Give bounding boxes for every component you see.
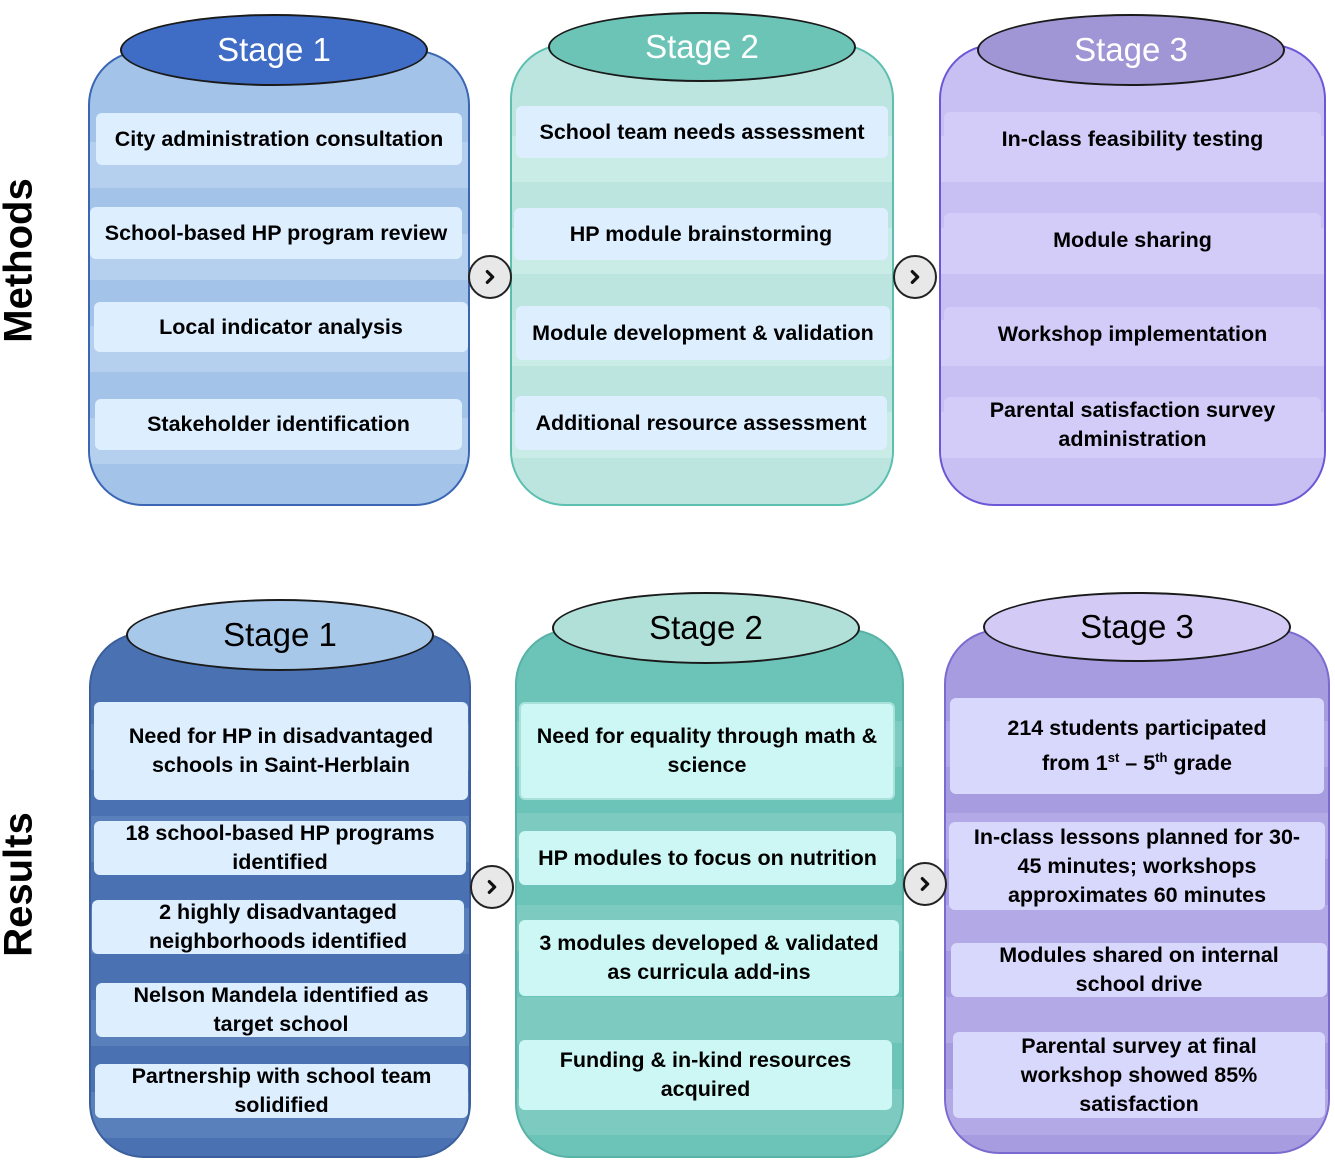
chevron-right-icon [893, 255, 937, 299]
methods-stage3-item: In-class feasibility testing [944, 112, 1321, 166]
methods-stage1-title: Stage 1 [120, 14, 428, 86]
methods-stage1-item: Stakeholder identification [95, 399, 462, 450]
methods-stage3-item: Module sharing [944, 213, 1321, 267]
methods-stage2-item: HP module brainstorming [514, 208, 888, 260]
panel-stripe [517, 997, 902, 1043]
results-stage1-item: Partnership with school team solidified [95, 1064, 468, 1118]
methods-stage2-title: Stage 2 [548, 12, 856, 82]
methods-stage3-item: Workshop implementation [944, 307, 1321, 361]
results-stage1-item: Need for HP in disadvantaged schools in … [94, 702, 468, 800]
methods-stage3-item: Parental satisfaction survey administrat… [944, 397, 1321, 453]
methods-stage1-item: Local indicator analysis [94, 302, 468, 352]
results-stage2-title: Stage 2 [552, 592, 860, 664]
results-stage1-item: 18 school-based HP programs identified [94, 821, 466, 875]
students-line-2: from 1st – 5th grade [1042, 749, 1232, 776]
results-stage2-item: Funding & in-kind resources acquired [519, 1040, 892, 1110]
results-stage3-item: 214 students participated from 1st – 5th… [950, 698, 1324, 794]
methods-stage3-title: Stage 3 [977, 14, 1285, 86]
methods-stage1-item: School-based HP program review [90, 207, 462, 259]
methods-stage1-item: City administration consultation [96, 113, 462, 165]
results-row-label: Results [0, 812, 41, 957]
results-stage1-title: Stage 1 [126, 599, 434, 671]
results-stage3-item: Parental survey at final workshop showed… [953, 1032, 1325, 1118]
results-stage3-item: Modules shared on internal school drive [951, 943, 1327, 997]
methods-stage2-item: Additional resource assessment [515, 396, 887, 450]
chevron-right-icon [470, 865, 514, 909]
methods-row-label: Methods [0, 178, 41, 343]
students-line-1: 214 students participated [1007, 715, 1267, 740]
methods-stage2-item: Module development & validation [516, 306, 890, 360]
results-stage3-title: Stage 3 [983, 592, 1291, 662]
results-stage2-item: Need for equality through math & science [519, 702, 895, 800]
results-stage2-item: 3 modules developed & validated as curri… [519, 920, 899, 996]
results-stage2-item: HP modules to focus on nutrition [519, 831, 896, 885]
results-stage1-item: 2 highly disadvantaged neighborhoods ide… [92, 900, 464, 954]
chevron-right-icon [468, 255, 512, 299]
results-stage1-item: Nelson Mandela identified as target scho… [96, 983, 466, 1037]
methods-stage2-item: School team needs assessment [516, 106, 888, 158]
results-stage3-item: In-class lessons planned for 30-45 minut… [949, 822, 1325, 910]
chevron-right-icon [903, 862, 947, 906]
